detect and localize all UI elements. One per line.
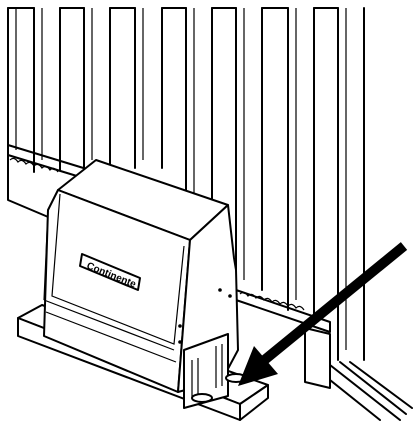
arrow-icon: [238, 242, 408, 386]
gate-end-post: [304, 327, 331, 389]
ground-track: [329, 361, 413, 421]
mounting-bracket: [183, 333, 247, 409]
gear-rack: [7, 144, 331, 333]
